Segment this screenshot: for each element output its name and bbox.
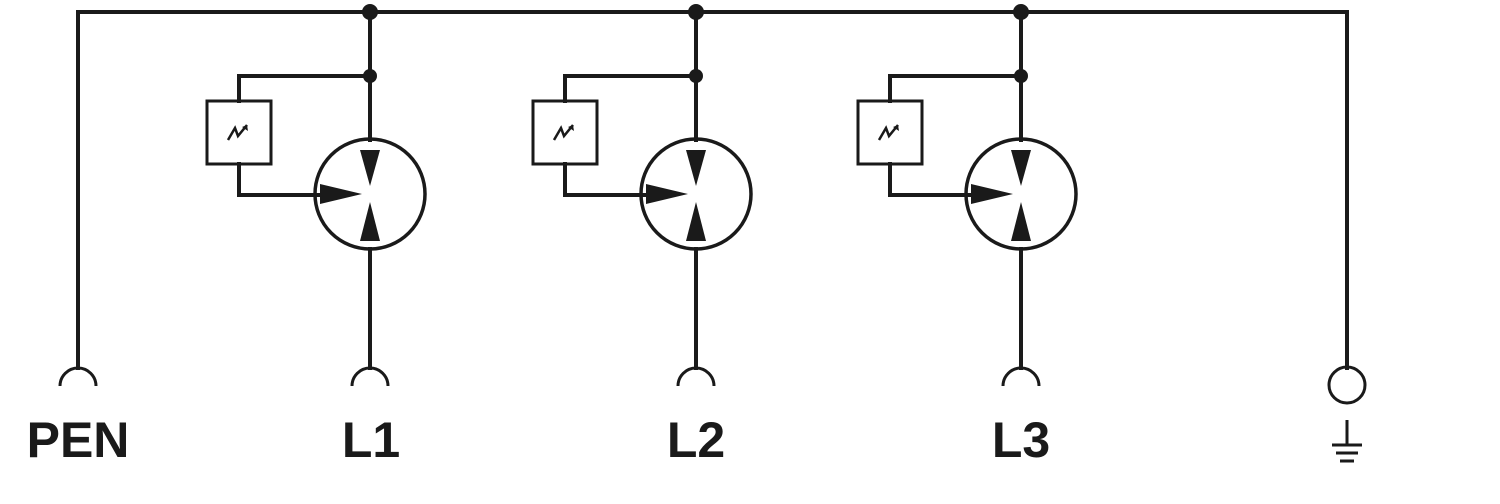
spd-l3-branch-node [1014,69,1028,83]
spd-l2-arrow-right [646,184,688,204]
spd-l1-indicator-box [205,99,273,166]
spd-l1-trigger-lead [237,162,320,197]
terminal-label-l1: L1 [341,412,401,468]
spd-l3-indicator-box [856,99,924,166]
spd-l3-bus-node [1013,4,1029,20]
spd-l2-arrow-down [686,150,706,186]
spd-l2-indicator-loop [563,74,698,103]
l1-terminal-connector [350,366,390,387]
spd-module-l3 [856,4,1078,387]
spd-l2-arrow-up [686,202,706,241]
spd-l1-arrow-right [320,184,362,204]
spd-l1-indicator-loop [237,74,372,103]
ground-icon [1332,420,1362,463]
spd-l1-arrow-down [360,150,380,186]
spd-l3-arrow-up [1011,202,1031,241]
spd-l2-branch-node [689,69,703,83]
spd-l1-arrow-up [360,202,380,241]
spd-l1-branch-node [363,69,377,83]
lightning-icon [877,124,899,141]
spd-l2-indicator-box [531,99,599,166]
pen-terminal-connector [58,366,98,387]
l3-terminal-connector [1001,366,1041,387]
spd-l2-trigger-lead [563,162,646,197]
spd-l3-arrow-right [971,184,1013,204]
lightning-icon [226,124,248,141]
spd-l3-arrow-down [1011,150,1031,186]
lightning-icon [552,124,574,141]
top-bus-line [76,10,1349,370]
spd-l2-bus-node [688,4,704,20]
spd-l3-trigger-lead [888,162,971,197]
ground-terminal-circle [1327,365,1367,405]
terminal-label-l3: L3 [991,412,1051,468]
terminal-label-l2: L2 [666,412,726,468]
spd-l1-bus-node [362,4,378,20]
terminal-label-pen: PEN [26,412,130,468]
spd-module-l1 [205,4,427,387]
l2-terminal-connector [676,366,716,387]
spd-module-l2 [531,4,753,387]
spd-l3-indicator-loop [888,74,1023,103]
